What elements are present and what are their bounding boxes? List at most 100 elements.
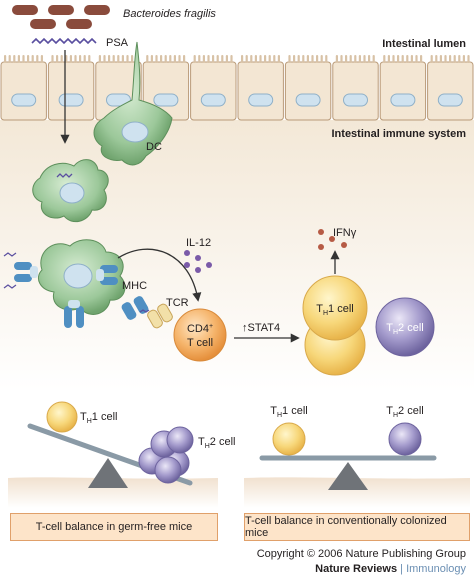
th1-cell-small-right	[272, 422, 306, 456]
microvillus	[435, 55, 438, 63]
copyright-text: Copyright © 2006 Nature Publishing Group	[256, 548, 466, 560]
microvillus	[293, 55, 296, 63]
t-cell-label: T cell	[187, 337, 213, 349]
microvillus	[363, 55, 366, 63]
th2-label-main: TH2 cell	[386, 322, 423, 336]
microvillus	[198, 55, 201, 63]
epithelial-nucleus	[343, 93, 368, 107]
th2-cell-large	[375, 297, 435, 357]
epithelial-nucleus	[200, 93, 226, 107]
dendritic-cell-dc	[93, 41, 173, 166]
epithelial-nucleus	[248, 93, 274, 107]
microvillus	[453, 55, 456, 63]
microvillus	[264, 55, 267, 63]
microvillus	[250, 55, 253, 63]
epithelial-cell	[379, 61, 427, 121]
microvillus	[8, 55, 11, 63]
caption-germ-free: T-cell balance in germ-free mice	[10, 513, 218, 541]
microvillus	[397, 55, 400, 63]
microvillus	[316, 55, 319, 63]
epithelial-nucleus	[437, 93, 463, 107]
microvillus	[439, 55, 442, 63]
bacterium	[66, 19, 92, 29]
epithelial-cell	[237, 61, 284, 121]
bacterium	[30, 19, 56, 29]
microvillus	[415, 55, 418, 63]
microvillus	[320, 55, 323, 63]
microvillus	[273, 55, 276, 63]
microvillus	[121, 55, 124, 63]
fulcrum-right	[328, 462, 368, 490]
epithelial-nucleus	[58, 93, 84, 107]
microvillus	[230, 55, 233, 63]
th1-label-main: TH1 cell	[316, 303, 353, 317]
mhc-tcr-complex	[121, 296, 173, 329]
microvillus	[410, 55, 413, 63]
microvillus	[354, 55, 357, 63]
epithelial-cell	[332, 61, 379, 121]
microvillus	[65, 55, 68, 63]
th2-label-right: TH2 cell	[386, 405, 423, 419]
microvillus	[131, 55, 134, 63]
microvillus	[311, 55, 314, 63]
microvillus	[430, 55, 433, 63]
bacteria-label: Bacteroides fragilis	[123, 8, 216, 20]
ground-right	[244, 477, 470, 508]
microvillus	[126, 55, 129, 63]
microvillus	[183, 55, 186, 63]
epithelial-nucleus	[106, 93, 131, 107]
microvillus	[349, 55, 352, 63]
microvillus	[302, 55, 305, 63]
microvillus	[225, 55, 228, 63]
epithelial-cell	[427, 61, 474, 121]
journal-name: Nature Reviews	[315, 563, 398, 575]
microvillus	[449, 55, 452, 63]
microvillus	[160, 55, 163, 63]
microvillus	[56, 55, 59, 63]
microvillus	[150, 55, 153, 63]
microvillus	[103, 55, 106, 63]
microvillus	[74, 55, 77, 63]
epithelial-cell	[47, 61, 95, 121]
microvillus	[401, 55, 404, 63]
ifng-molecules	[318, 229, 347, 250]
microvillus	[164, 55, 167, 63]
th2-cluster-left	[138, 426, 194, 484]
microvillus	[241, 55, 244, 63]
tcr-label: TCR	[166, 297, 189, 309]
microvillus	[458, 55, 461, 63]
antigen-presenting-dc	[38, 239, 126, 315]
microvillus	[13, 55, 16, 63]
microvillus	[98, 55, 101, 63]
microvillus	[297, 55, 300, 63]
caption-colonized-text: T-cell balance in conventionally coloniz…	[245, 515, 447, 539]
microvillus	[340, 55, 343, 63]
epithelial-layer	[0, 55, 474, 121]
psa-label: PSA	[106, 37, 129, 49]
microvillus	[392, 55, 395, 63]
microvillus	[31, 55, 34, 63]
microvillus	[325, 55, 328, 63]
microvillus	[345, 55, 348, 63]
microvillus	[288, 55, 291, 63]
microvillus	[155, 55, 158, 63]
th1-cell-large	[302, 275, 368, 376]
microvillus	[358, 55, 361, 63]
ground-left	[8, 477, 218, 508]
il12-molecules	[184, 250, 212, 273]
microvillus	[216, 55, 219, 63]
psa-polysaccharide	[31, 37, 97, 45]
microvillus	[467, 55, 470, 63]
microvillus	[372, 55, 375, 63]
microvillus	[368, 55, 371, 63]
cd4-t-cell	[173, 308, 227, 362]
microvillus	[17, 55, 20, 63]
epithelial-nucleus	[295, 93, 321, 107]
epithelial-cell	[190, 61, 237, 121]
microvillus	[277, 55, 280, 63]
journal-line: Nature Reviews | Immunology	[315, 563, 466, 575]
microvillus	[146, 55, 149, 63]
bacterium	[84, 5, 110, 15]
microvillus	[117, 55, 120, 63]
